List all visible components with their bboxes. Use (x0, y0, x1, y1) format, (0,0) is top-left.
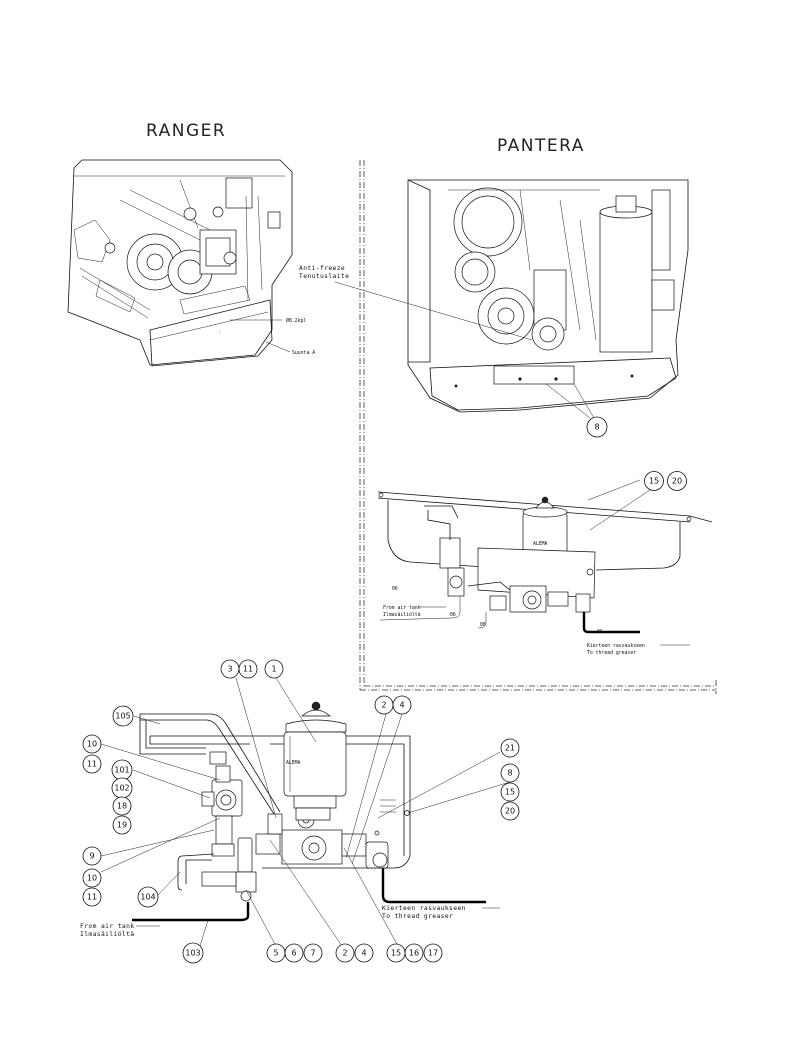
balloon-9: 9 (82, 846, 102, 866)
balloon-21: 21 (500, 738, 520, 758)
balloon-10-upper: 10 (82, 734, 102, 754)
svg-text:101: 101 (114, 766, 129, 775)
svg-text:17: 17 (428, 949, 438, 958)
antifreeze-label-fi: Tenutuslaite (299, 273, 349, 280)
svg-text:11: 11 (87, 760, 97, 769)
svg-text:18: 18 (117, 802, 127, 811)
svg-text:7: 7 (310, 949, 315, 958)
svg-text:1: 1 (271, 665, 276, 674)
svg-text:.: . (218, 329, 221, 334)
svg-text:9: 9 (89, 852, 94, 861)
pantera-balloon-15: 15 (644, 471, 664, 491)
balloon-4-top: 4 (392, 695, 412, 715)
svg-text:11: 11 (87, 893, 97, 902)
svg-text:06: 06 (480, 622, 486, 628)
balloon-7: 7 (303, 943, 323, 963)
svg-text:4: 4 (361, 949, 366, 958)
svg-text:2: 2 (342, 949, 347, 958)
balloon-11-top: 11 (238, 659, 258, 679)
balloon-105: 105 (112, 705, 134, 727)
balloon-6: 6 (284, 943, 304, 963)
detail-brand: ALEMA (286, 760, 301, 766)
balloon-15-detail: 15 (500, 782, 520, 802)
balloon-11-upper: 11 (82, 754, 102, 774)
svg-text:20: 20 (672, 477, 682, 486)
svg-text:6: 6 (291, 949, 296, 958)
balloon-5: 5 (266, 943, 286, 963)
svg-text:2: 2 (381, 701, 386, 710)
balloon-16: 16 (404, 943, 424, 963)
pantera-balloon-8: 8 (586, 416, 608, 438)
balloon-10-lower: 10 (82, 868, 102, 888)
svg-text:20: 20 (505, 807, 515, 816)
svg-text:105: 105 (115, 712, 130, 721)
antifreeze-callout: Anti-freeze Tenutuslaite (299, 265, 533, 341)
svg-text:8: 8 (594, 423, 599, 432)
detail-greaser-fi: Kierteen rasvaukseen (382, 905, 466, 912)
balloon-8-detail: 8 (500, 763, 520, 783)
svg-text:10: 10 (87, 740, 97, 749)
balloon-18: 18 (112, 796, 132, 816)
balloon-104: 104 (137, 886, 159, 908)
svg-text:06: 06 (450, 612, 456, 618)
balloon-4-bottom: 4 (354, 943, 374, 963)
detail-air-tank-fi: Ilmasäiliöltä (80, 931, 134, 938)
balloon-103: 103 (182, 942, 204, 964)
balloon-19: 19 (112, 815, 132, 835)
balloon-17: 17 (423, 943, 443, 963)
svg-text:4: 4 (399, 701, 404, 710)
ranger-dim-label: Ø8.2kpl (286, 317, 306, 324)
pantera-air-tank-en: From air tank (383, 605, 421, 611)
svg-text:11: 11 (243, 665, 253, 674)
svg-text:15: 15 (391, 949, 401, 958)
balloon-102: 102 (111, 777, 133, 799)
balloon-20-detail: 20 (500, 801, 520, 821)
svg-text:06: 06 (597, 629, 603, 635)
balloon-2-bottom: 2 (335, 943, 355, 963)
detail-air-tank-en: From air tank (80, 923, 134, 930)
svg-text:103: 103 (185, 949, 200, 958)
ranger-machine-view: . Ø8.2kpl Suunta A (67, 159, 315, 367)
svg-text:5: 5 (273, 949, 278, 958)
svg-text:10: 10 (87, 874, 97, 883)
pantera-machine-view (407, 179, 689, 419)
pantera-greaser-en: To thread greaser (587, 650, 636, 656)
pantera-lubricator-view: ALEMA 06 06 06 06 (377, 479, 713, 635)
pantera-greaser-fi: Kierteen rasvaukseen (587, 643, 645, 649)
antifreeze-label-en: Anti-freeze (299, 265, 345, 272)
svg-text:16: 16 (409, 949, 419, 958)
balloon-11-lower: 11 (82, 887, 102, 907)
balloon-2-top: 2 (374, 695, 394, 715)
svg-text:104: 104 (140, 893, 155, 902)
pantera-frame (359, 160, 717, 694)
pantera-brand: ALEMA (533, 541, 548, 547)
pantera-title: PANTERA (497, 136, 585, 156)
balloon-3: 3 (220, 659, 240, 679)
svg-text:21: 21 (505, 744, 515, 753)
svg-text:15: 15 (505, 788, 515, 797)
pantera-balloon-20: 20 (667, 471, 687, 491)
svg-text:8: 8 (507, 769, 512, 778)
ranger-title: RANGER (146, 121, 226, 141)
detail-assembly-view: ALEMA (100, 677, 511, 947)
svg-text:3: 3 (227, 665, 232, 674)
balloon-1: 1 (264, 659, 284, 679)
svg-text:15: 15 (649, 477, 659, 486)
balloon-101: 101 (111, 759, 133, 781)
balloon-15-bottom: 15 (386, 943, 406, 963)
detail-balloons: 3 11 1 2 4 105 10 11 101 102 18 19 9 10 … (82, 659, 520, 964)
pantera-air-tank-fi: Ilmasäiliöltä (383, 612, 421, 618)
detail-greaser-en: To thread greaser (382, 913, 453, 920)
ranger-view-label: Suunta A (292, 350, 315, 356)
svg-text:19: 19 (117, 821, 127, 830)
svg-text:06: 06 (392, 586, 398, 592)
svg-text:102: 102 (114, 784, 129, 793)
